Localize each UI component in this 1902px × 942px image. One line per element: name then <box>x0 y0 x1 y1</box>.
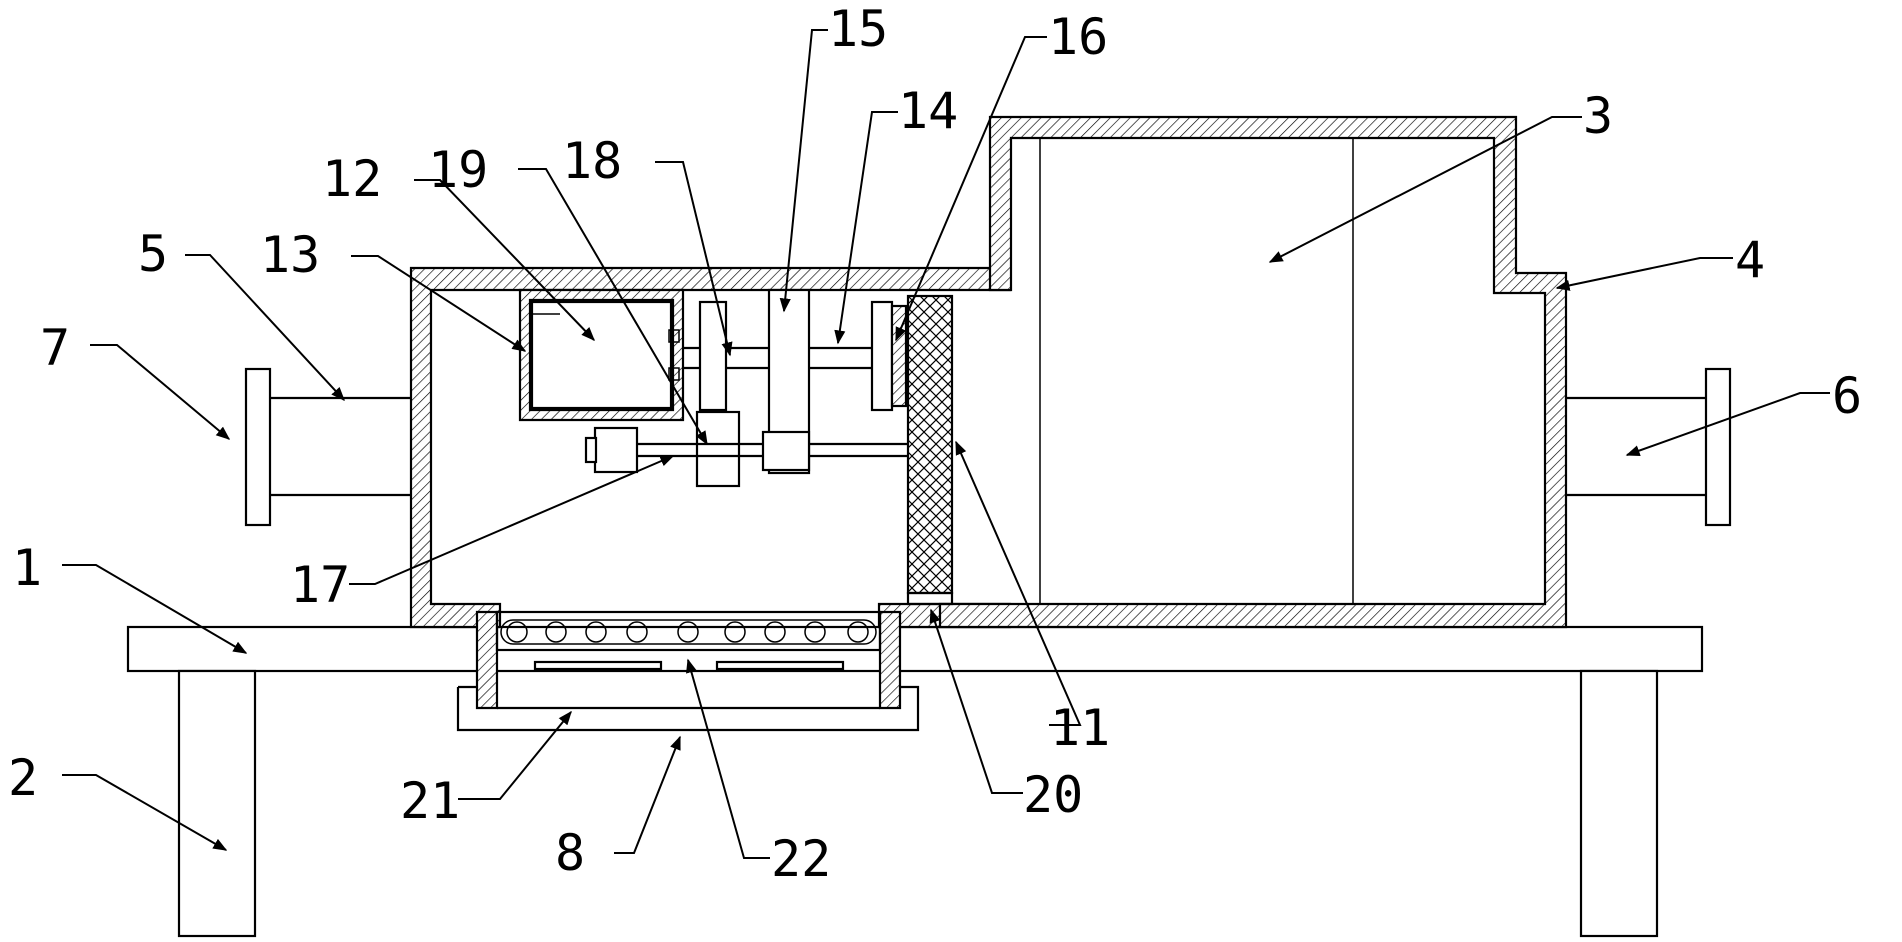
right-housing <box>938 115 1568 629</box>
filter-screen <box>906 294 954 606</box>
callout-5: 5 <box>138 225 168 283</box>
brush-wheel <box>870 300 908 412</box>
callout-6: 6 <box>1832 367 1862 425</box>
callout-17: 17 <box>290 556 350 614</box>
callout-7: 7 <box>40 319 70 377</box>
callout-14: 14 <box>898 82 958 140</box>
callout-15: 15 <box>828 0 888 58</box>
leader-lines <box>62 29 1830 859</box>
table-legs <box>177 669 1659 938</box>
lower-chamber <box>456 610 920 732</box>
callout-2: 2 <box>8 749 38 807</box>
callout-4: 4 <box>1735 231 1765 289</box>
table-top <box>126 625 1704 673</box>
callout-21: 21 <box>400 772 460 830</box>
inlet-pipe <box>244 367 411 527</box>
lower-shaft <box>584 426 908 474</box>
motor-assembly <box>518 288 685 422</box>
callout-12: 12 <box>322 150 382 208</box>
callout-19: 19 <box>428 141 488 199</box>
callout-13: 13 <box>260 226 320 284</box>
callout-18: 18 <box>562 132 622 190</box>
callout-8: 8 <box>555 824 585 882</box>
callout-16: 16 <box>1048 8 1108 66</box>
callout-22: 22 <box>771 830 831 888</box>
outlet-pipe <box>1566 367 1732 527</box>
callout-1: 1 <box>12 539 42 597</box>
callout-3: 3 <box>1583 87 1613 145</box>
callout-20: 20 <box>1023 766 1083 824</box>
callout-labels: 1 2 3 4 5 6 7 8 11 12 13 14 15 16 17 18 … <box>8 0 1862 888</box>
callout-11: 11 <box>1050 699 1110 757</box>
